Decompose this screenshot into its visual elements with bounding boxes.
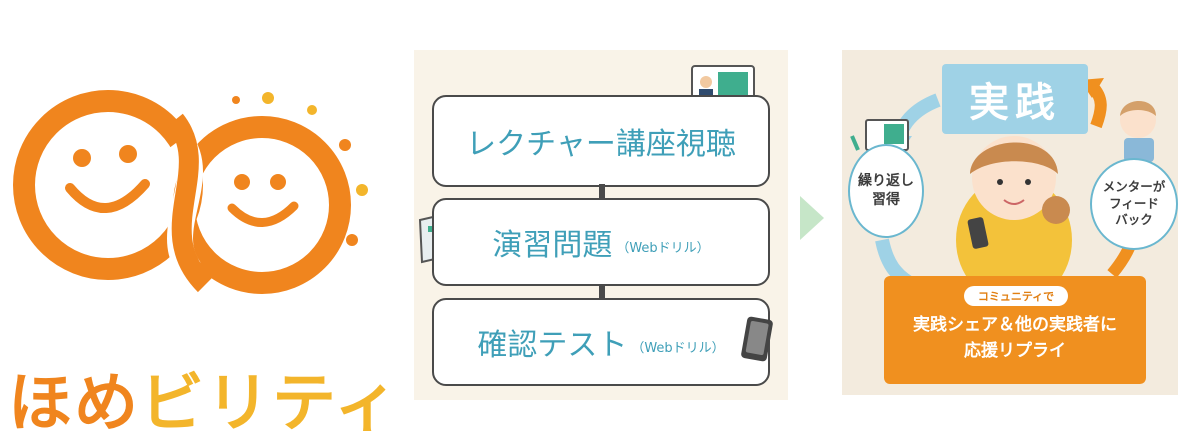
- logo-wordmark: ほめビリティ: [8, 352, 400, 444]
- homebility-logo: ほめビリティ: [0, 80, 400, 441]
- bubble-text: メンターが フィード バック: [1102, 178, 1166, 228]
- mentor-feedback-bubble: メンターが フィード バック: [1090, 158, 1178, 250]
- logo-text-part2: ビリティ: [140, 367, 401, 441]
- community-box: コミュニティで 実践シェア＆他の実践者に 応援リプライ: [884, 276, 1146, 384]
- practice-cycle-panel: 実践 繰り返し 習得 メンターが フィード バック コミュニティで 実践シェア＆…: [842, 50, 1178, 395]
- logo-text-part1: ほめ: [8, 367, 140, 441]
- step-note: （Webドリル）: [631, 341, 725, 356]
- infinity-smile-logo-icon: [13, 90, 368, 294]
- smartphone-icon: [741, 316, 773, 362]
- flow-step-test: 確認テスト （Webドリル）: [432, 298, 770, 386]
- learning-flow-panel: レクチャー講座視聴 演習問題 （Webドリル） 確認テスト （Webドリル）: [414, 50, 788, 400]
- community-line-1: 実践シェア＆他の実践者に: [913, 315, 1117, 335]
- repeat-learning-bubble: 繰り返し 習得: [848, 144, 924, 238]
- bubble-text: 繰り返し 習得: [858, 173, 914, 208]
- community-tag: コミュニティで: [964, 286, 1068, 306]
- flow-step-exercise: 演習問題 （Webドリル）: [432, 198, 770, 286]
- practice-label: 実践: [942, 64, 1088, 134]
- step-label: レクチャー講座視聴: [466, 127, 736, 162]
- community-text: 実践シェア＆他の実践者に 応援リプライ: [884, 312, 1146, 365]
- step-label: 演習問題: [492, 228, 613, 263]
- flow-step-lecture: レクチャー講座視聴: [432, 95, 770, 187]
- step-note: （Webドリル）: [616, 241, 710, 256]
- next-arrow-icon: [800, 196, 824, 240]
- community-line-2: 応援リプライ: [964, 341, 1066, 362]
- cycle-arrows-icon: [850, 78, 1156, 304]
- step-label: 確認テスト: [477, 328, 628, 363]
